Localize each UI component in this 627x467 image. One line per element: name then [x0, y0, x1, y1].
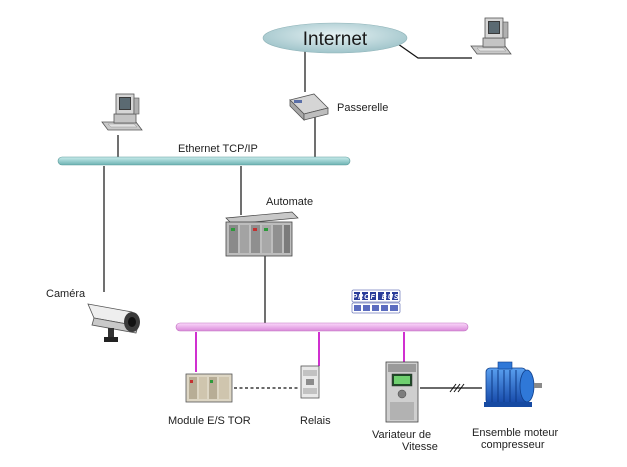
relay-icon	[300, 365, 320, 399]
internet-to-pc-link	[397, 43, 472, 59]
ethernet-label: Ethernet TCP/IP	[178, 143, 258, 155]
ethernet-bus	[57, 156, 351, 166]
io-module-icon	[185, 373, 233, 403]
gateway-icon	[289, 93, 329, 121]
camera-label: Caméra	[46, 288, 86, 300]
internet-cloud: Internet	[262, 22, 408, 54]
computer-icon	[470, 17, 512, 55]
automate-label: Automate	[266, 196, 313, 208]
profibus-bus	[175, 322, 469, 332]
cloud-icon	[262, 22, 408, 54]
internet-label: Internet	[303, 29, 368, 50]
profibus-drops	[195, 332, 405, 372]
module-es-label: Module E/S TOR	[168, 415, 251, 427]
moteur-label-line1: Ensemble moteur	[472, 427, 559, 439]
computer-icon	[101, 93, 143, 131]
drive-icon	[385, 361, 419, 423]
profibus-logo: PROFI BUS	[351, 289, 401, 314]
moteur-label-line2: compresseur	[481, 439, 545, 451]
profibus-logo-text: PROFI BUS	[352, 294, 399, 301]
plc-icon	[225, 211, 299, 257]
three-phase-marks	[449, 383, 465, 393]
variateur-label-line1: Variateur de	[372, 429, 431, 441]
relais-label: Relais	[300, 415, 331, 427]
passerelle-label: Passerelle	[337, 102, 388, 114]
camera-icon	[87, 303, 140, 342]
connections	[103, 43, 482, 393]
variateur-label-line2: Vitesse	[402, 441, 438, 453]
motor-icon	[484, 361, 542, 407]
